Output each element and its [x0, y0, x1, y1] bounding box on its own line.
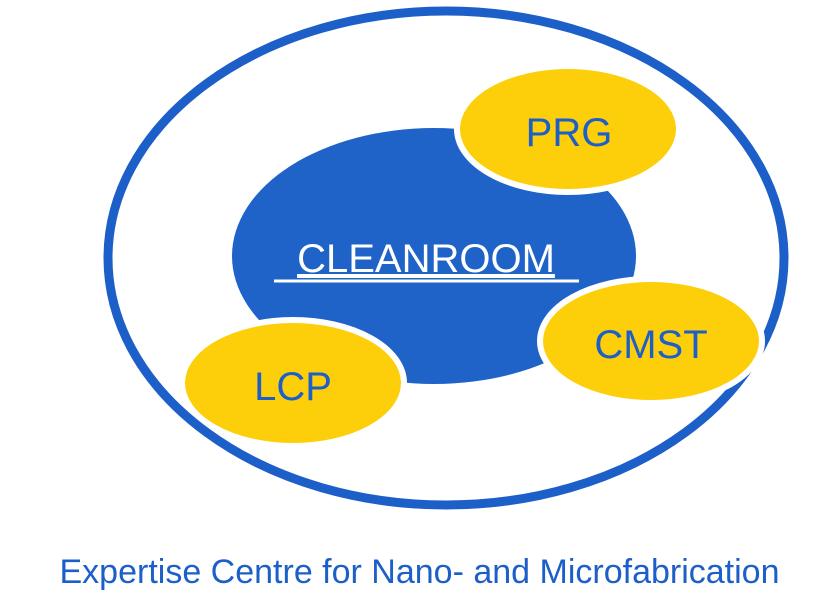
cleanroom-label: CLEANROOM [297, 237, 555, 281]
diagram-caption: Expertise Centre for Nano- and Microfabr… [59, 553, 780, 591]
lcp-label: LCP [254, 365, 332, 409]
cmst-label: CMST [594, 323, 707, 367]
prg-label: PRG [526, 111, 613, 155]
prg-ellipse [454, 63, 682, 195]
lcp-ellipse [179, 317, 407, 449]
cmst-ellipse [537, 276, 765, 406]
